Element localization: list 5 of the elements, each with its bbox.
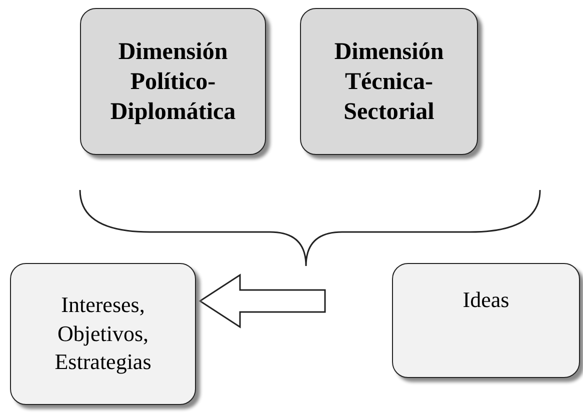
dimension-box: Dimensión Político-Diplomática xyxy=(80,8,266,155)
block-arrow xyxy=(198,274,326,328)
dimension-box: Dimensión Técnica-Sectorial xyxy=(300,8,478,155)
process-box: Intereses, Objetivos, Estrategias xyxy=(10,263,196,405)
process-box: Ideas xyxy=(392,263,580,378)
